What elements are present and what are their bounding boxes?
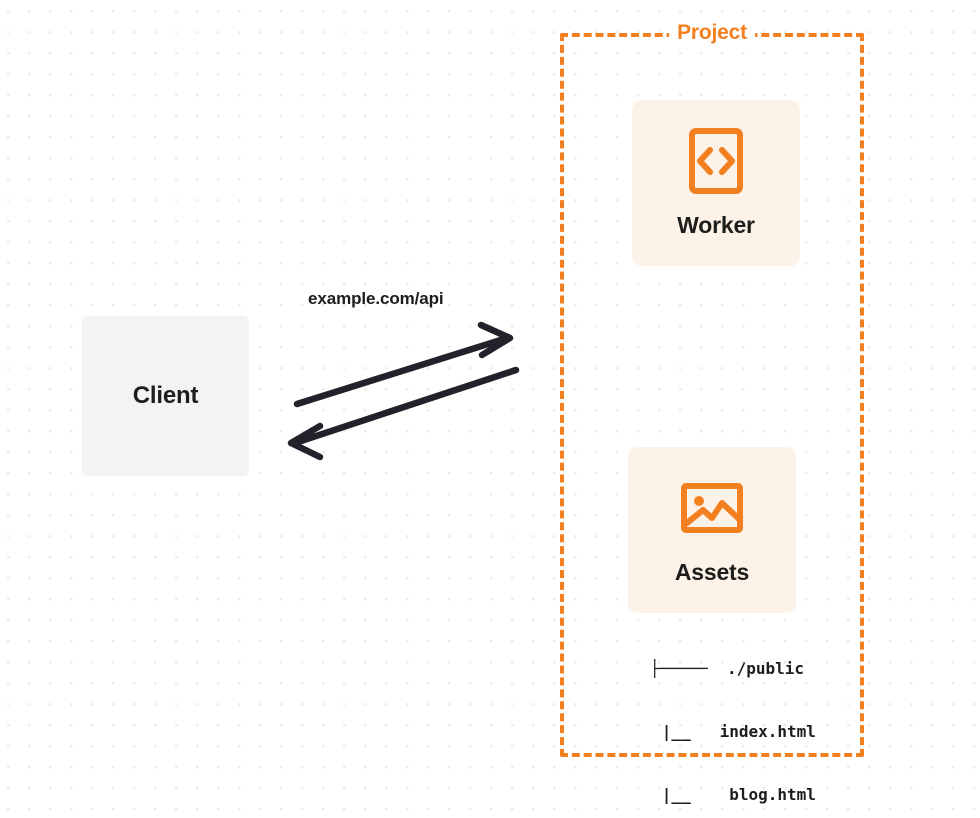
request-arrow xyxy=(293,321,514,408)
assets-node[interactable]: Assets xyxy=(628,447,796,613)
worker-node[interactable]: Worker xyxy=(632,100,800,266)
client-node[interactable]: Client xyxy=(82,316,249,476)
project-title: Project xyxy=(669,21,755,45)
file-tree-line: |__ index.html xyxy=(604,722,816,741)
file-tree-line: |__ blog.html xyxy=(604,785,816,804)
assets-node-label: Assets xyxy=(674,559,750,585)
client-node-label: Client xyxy=(132,382,199,409)
file-tree-line: ├───── ./public xyxy=(649,659,804,678)
code-brackets-icon xyxy=(689,128,743,194)
image-icon xyxy=(681,483,743,533)
connection-label: example.com/api xyxy=(308,289,444,308)
worker-node-label: Worker xyxy=(677,212,755,238)
assets-file-tree: ├───── ./public |__ index.html |__ blog.… xyxy=(604,616,816,818)
response-arrow xyxy=(287,366,520,461)
project-container: Project xyxy=(560,21,864,757)
